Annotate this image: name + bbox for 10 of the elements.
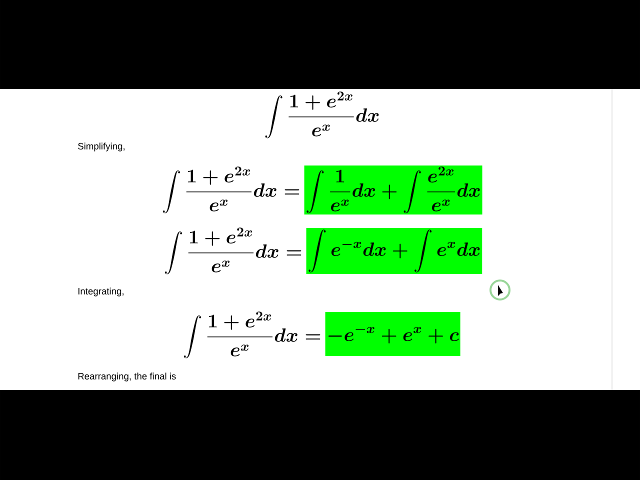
highlight-box: $\int e^{-x}dx+\int e^{x}dx$ [306, 228, 482, 274]
caption-text: Rearranging, the final is [78, 372, 176, 382]
equation: $\int\frac{1+e^{2x}}{e^{x}}dx$ [265, 92, 379, 138]
highlight-box: $\int\frac{1}{e^{x}}dx+\int\frac{e^{2x}}{e^{x}}dx$ [304, 165, 482, 215]
equation: $\int\frac{1+e^{2x}}{e^{x}}dx=$ [184, 312, 320, 358]
equation: $\int\frac{1+e^{2x}}{e^{x}}dx=$ [164, 228, 302, 274]
equation: $\int\frac{1+e^{2x}}{e^{x}}dx=$ [162, 166, 300, 214]
caption-text: Simplifying, [78, 142, 124, 152]
highlight-box: $-e^{-x}+e^{x}+c$ [325, 312, 460, 356]
caption-text: Integrating, [78, 288, 124, 296]
